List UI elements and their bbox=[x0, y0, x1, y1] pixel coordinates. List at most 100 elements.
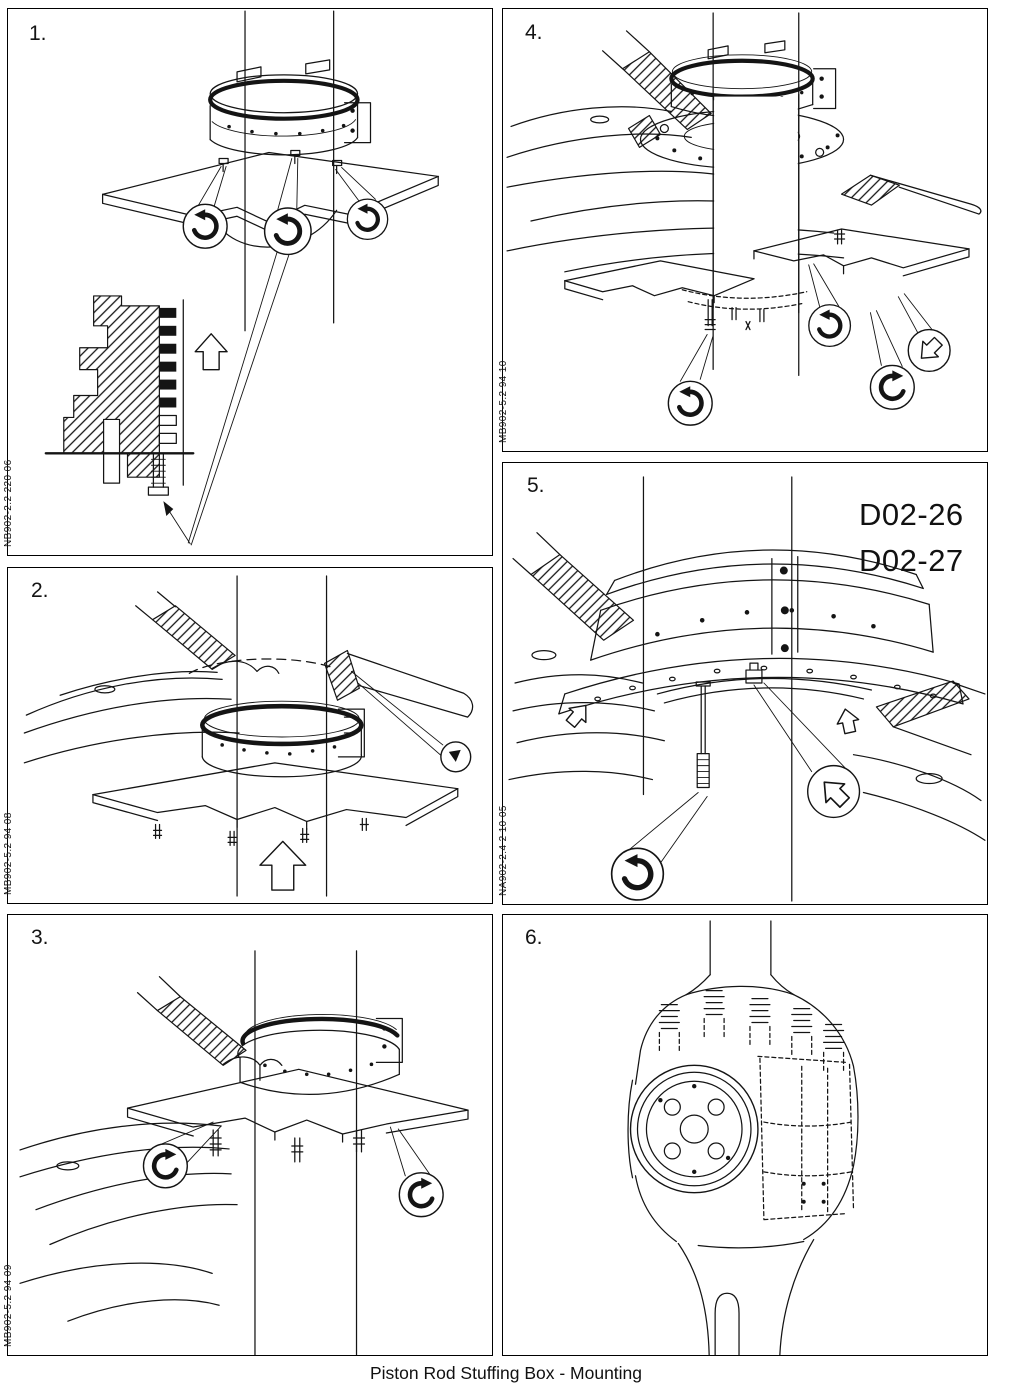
leader-arrowhead-icon bbox=[163, 501, 174, 517]
frame-left bbox=[508, 650, 665, 781]
step-number-4: 4. bbox=[525, 21, 543, 44]
callout-leader-cones bbox=[151, 1121, 431, 1185]
panel-step-5: 5. NA902-2.4 2 10 05 D02-26 D02-27 bbox=[498, 462, 988, 905]
flange-bolt-holes bbox=[663, 1098, 725, 1160]
stuffing-box-flange bbox=[199, 700, 365, 778]
rotate-ccw-icon bbox=[809, 305, 851, 347]
stud-thread bbox=[147, 452, 169, 496]
figure-reference-code-4: MB902-5.2 94 10 bbox=[498, 360, 509, 443]
piston-rod-bottom bbox=[677, 1238, 815, 1355]
stuffing-box-flange bbox=[208, 59, 372, 156]
tool-reference-label: D02-27 bbox=[859, 543, 964, 578]
frame-hatched-beam bbox=[621, 51, 712, 131]
step-number-3: 3. bbox=[31, 926, 49, 949]
hanging-stud bbox=[695, 681, 711, 789]
panel-step-4: 4. MB902-5.2 94 10 bbox=[498, 8, 988, 452]
figure-reference-code-1: NB902-2.2 220 06 bbox=[3, 459, 14, 547]
rotate-cw-icon bbox=[399, 1173, 443, 1217]
callout-leader-cones bbox=[164, 158, 376, 546]
rotate-ccw-icon bbox=[612, 848, 664, 900]
frame-hatched-wedge bbox=[323, 649, 360, 701]
tool-reference-label: D02-26 bbox=[859, 497, 964, 532]
pointer-icon bbox=[448, 749, 461, 762]
piston-rod-lines bbox=[254, 950, 358, 1355]
figure-reference-code-2: MB902-5.2 94 08 bbox=[3, 812, 14, 895]
direction-arrow-circle bbox=[807, 764, 861, 819]
callout-leader-cone bbox=[350, 670, 453, 766]
hidden-lines bbox=[757, 1055, 855, 1221]
adjusting-studs bbox=[152, 817, 369, 846]
beam-extension bbox=[136, 976, 181, 1012]
page-caption: Piston Rod Stuffing Box - Mounting bbox=[369, 1363, 643, 1383]
stuffing-box-end-flange bbox=[629, 1064, 759, 1194]
frame-right bbox=[852, 682, 986, 841]
rotate-ccw-icon bbox=[668, 381, 712, 425]
frame-arm-right bbox=[346, 652, 474, 718]
illustration-tighten-nuts bbox=[19, 950, 469, 1355]
step-number-2: 2. bbox=[31, 579, 49, 602]
callout-leader-cones bbox=[616, 682, 852, 871]
piston-rod-guide-lines bbox=[244, 10, 335, 332]
up-arrow-icon bbox=[259, 840, 307, 891]
frame-arm-right bbox=[869, 174, 982, 215]
direction-arrow-icon bbox=[833, 706, 862, 736]
lifting-plate-left bbox=[564, 260, 755, 331]
stuffing-box-cross-section bbox=[44, 295, 228, 496]
rotate-ccw-icon bbox=[183, 204, 227, 248]
rotate-cw-icon bbox=[143, 1144, 187, 1188]
flange-holes bbox=[594, 665, 937, 702]
stuffing-box-flange bbox=[237, 1013, 403, 1096]
crosshead-outline bbox=[135, 591, 280, 674]
flange-small-holes bbox=[658, 1084, 731, 1175]
retaining-nuts bbox=[218, 149, 343, 175]
step-number-1: 1. bbox=[29, 22, 47, 45]
frame-hatched-beam bbox=[151, 605, 236, 670]
beam-extension bbox=[602, 30, 651, 70]
panel-step-2: 2. MB902-5.2 94 08 bbox=[3, 567, 493, 904]
figure-reference-code-3: MB902-5.2 94 09 bbox=[3, 1264, 14, 1347]
flange-holes bbox=[263, 1026, 387, 1077]
frame-hatched-wedge-right bbox=[875, 680, 970, 728]
up-arrow-icon bbox=[194, 333, 228, 371]
panel-step-1: 1. NB902-2.2 220 06 bbox=[3, 8, 493, 556]
stuffing-box-body bbox=[590, 549, 934, 661]
seal-rings bbox=[159, 307, 177, 408]
frame-hatched-beam bbox=[530, 553, 635, 641]
illustration-mounted-stuffing-box bbox=[627, 920, 859, 1355]
illustration-fit-studs bbox=[508, 476, 986, 904]
body-holes bbox=[655, 566, 876, 653]
step-number-6: 6. bbox=[525, 926, 543, 949]
diaphragm-frame-left bbox=[19, 1122, 238, 1322]
piston-rod-top bbox=[685, 920, 795, 996]
rotate-cw-icon bbox=[870, 365, 914, 409]
illustration-unscrew-nuts bbox=[44, 10, 439, 546]
pointer-circle bbox=[440, 741, 472, 773]
gland-pin bbox=[745, 662, 763, 684]
diaphragm-plate-left bbox=[23, 670, 240, 764]
diaphragm-left bbox=[506, 106, 845, 273]
frame-hatched-beam bbox=[156, 996, 247, 1066]
figure-reference-code-5: NA902-2.4 2 10 05 bbox=[498, 805, 509, 896]
panel-step-6: 6. bbox=[502, 914, 988, 1356]
piston-rod-lines bbox=[236, 575, 328, 897]
lifting-cross-plate bbox=[126, 1068, 469, 1143]
direction-arrow-circle bbox=[907, 328, 951, 373]
flange-bolt-holes bbox=[227, 108, 355, 136]
hidden-hole-dots bbox=[801, 1181, 826, 1204]
rotate-ccw-icon bbox=[265, 208, 311, 254]
crosshead-outline bbox=[222, 1056, 283, 1081]
piston-rod-edges bbox=[712, 93, 800, 314]
stud-springs bbox=[658, 990, 845, 1071]
diaphragm-hole-dashed-edge bbox=[188, 658, 334, 674]
piston-rod-body bbox=[714, 96, 798, 308]
lifting-cross-plate bbox=[92, 762, 459, 831]
hanging-fittings bbox=[731, 307, 765, 331]
rotate-ccw-icon bbox=[347, 199, 387, 239]
illustration-lift-stuffing-box bbox=[23, 575, 474, 897]
lifting-plate-right bbox=[753, 228, 970, 277]
frame-hatched-wedge-right bbox=[840, 174, 900, 206]
illustration-remove-lifting-plates bbox=[506, 12, 982, 451]
panel-step-3: 3. MB902-5.2 94 09 bbox=[3, 914, 493, 1356]
beam-extension bbox=[512, 532, 561, 576]
